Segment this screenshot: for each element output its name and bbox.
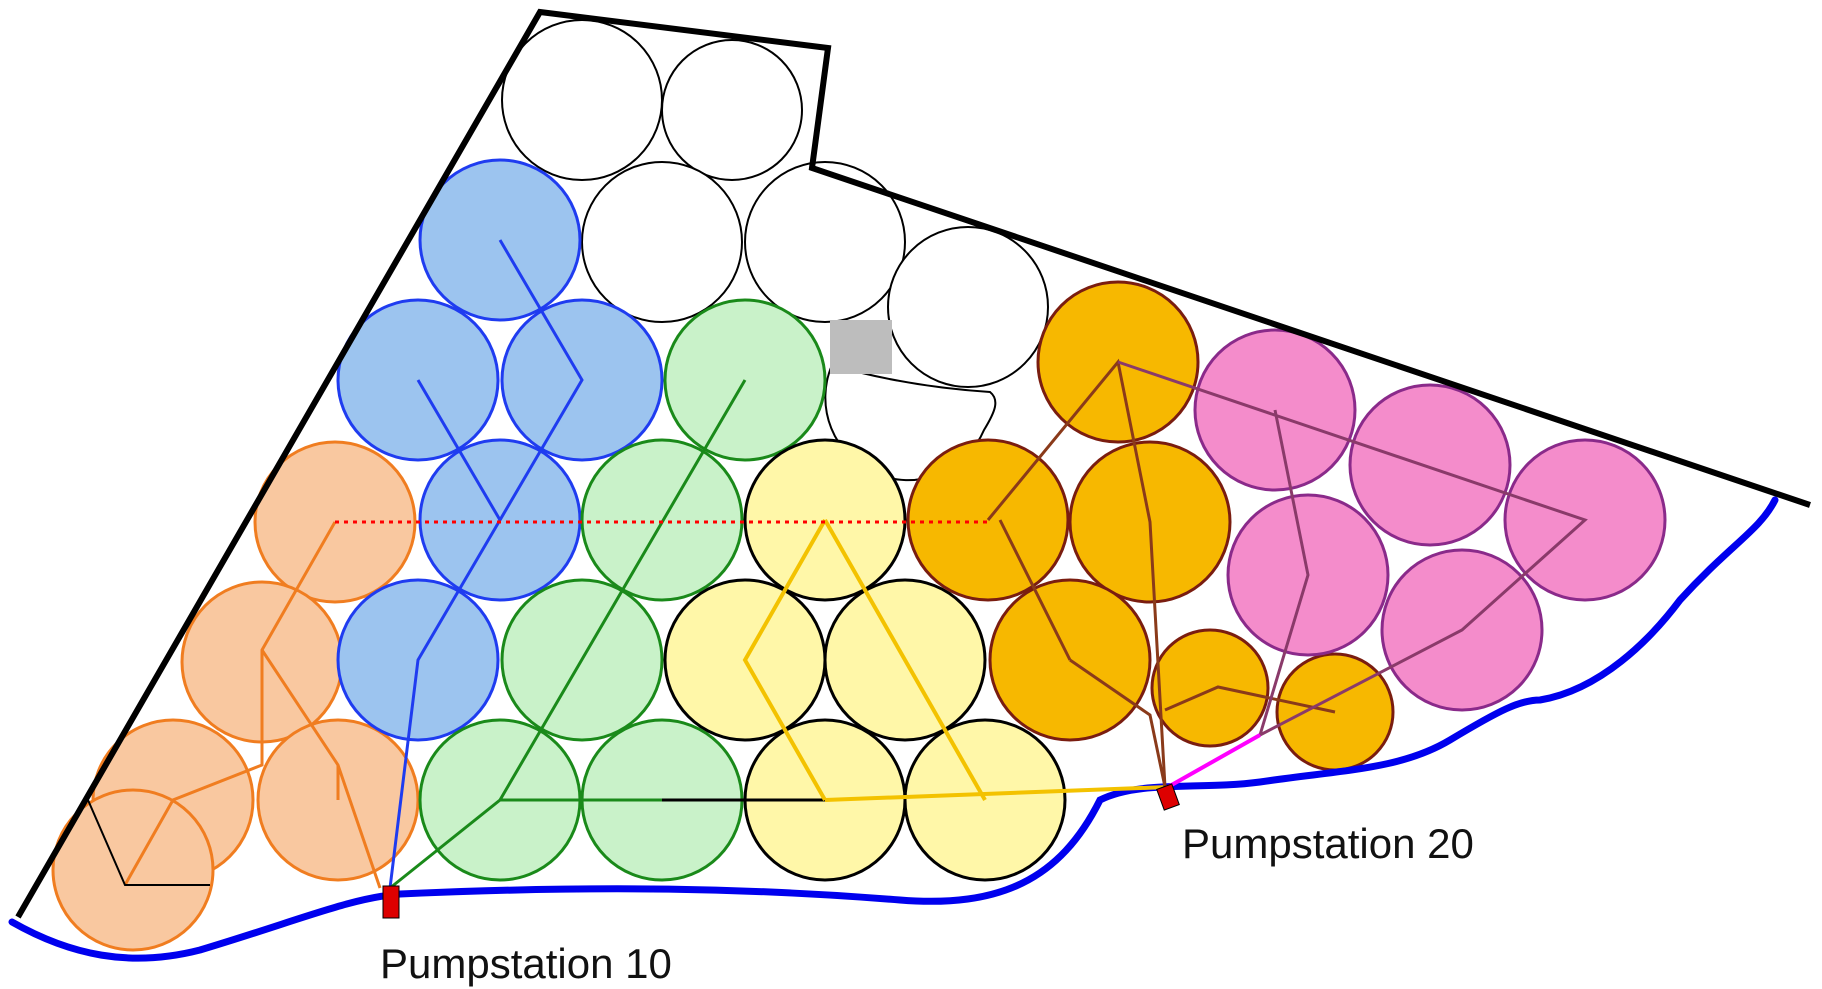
unassigned-circle <box>887 226 1049 388</box>
unassigned-circle <box>581 161 743 323</box>
pumpstation-20-marker <box>1156 783 1180 811</box>
green-pipes <box>389 379 747 890</box>
unassigned-circle <box>501 19 663 181</box>
gray-structure <box>830 320 892 374</box>
unassigned-circle <box>661 39 803 181</box>
gold-pipes <box>986 358 1336 788</box>
site-boundary <box>15 8 1811 919</box>
magenta-link-pipe <box>1167 733 1261 789</box>
yellow-pipes <box>742 519 1169 802</box>
river-line <box>8 496 1779 962</box>
pink-circle <box>1348 383 1512 547</box>
gold-circle <box>1150 628 1270 748</box>
unassigned-circle <box>744 161 906 323</box>
orange-pipes <box>123 521 382 889</box>
black-branch-pipe <box>87 799 210 886</box>
pink-zone <box>1193 328 1667 712</box>
pumpstation-20-label: Pumpstation 20 <box>1182 820 1474 867</box>
pink-pipes <box>1117 360 1588 737</box>
blue-pipes <box>388 239 584 889</box>
pumpstation-10-label: Pumpstation 10 <box>380 940 672 987</box>
pumpstation-10-marker <box>382 885 400 919</box>
